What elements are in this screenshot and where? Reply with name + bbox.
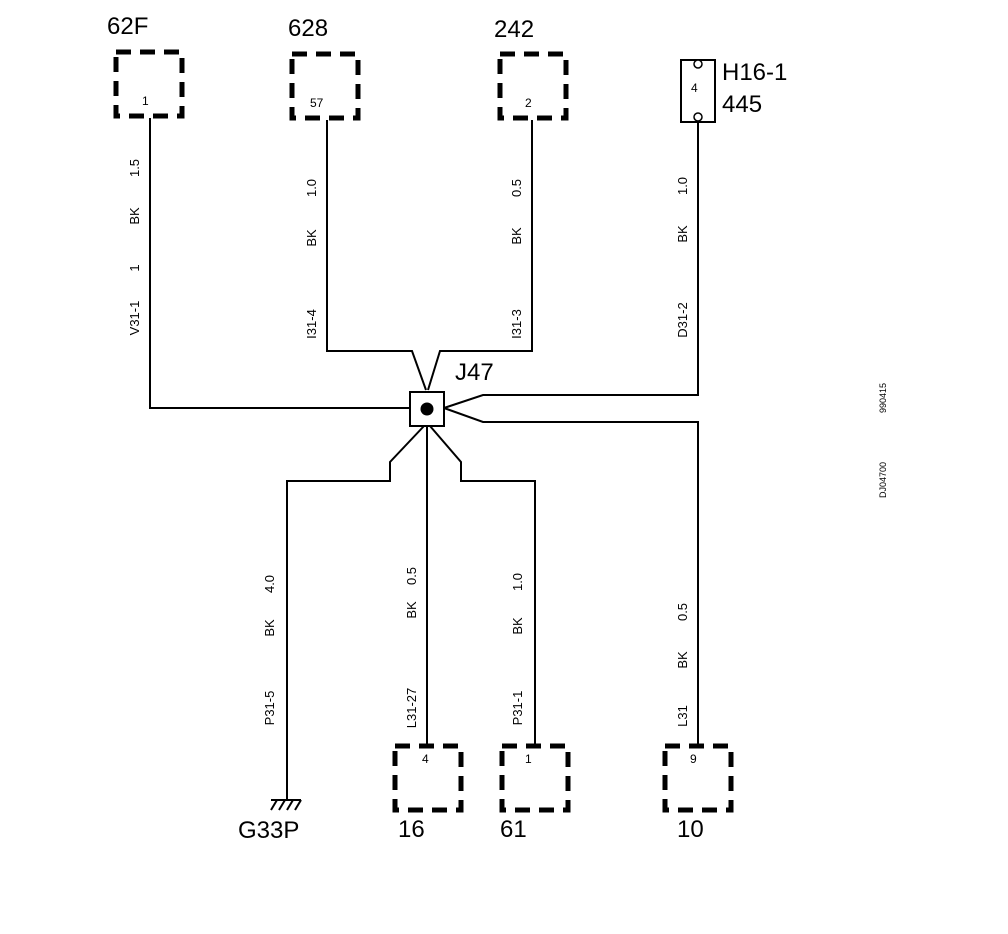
ground-label: G33P — [238, 817, 299, 844]
wire-color: BK — [510, 617, 525, 635]
wire-size: 0.5 — [404, 567, 419, 585]
pin-label: 57 — [310, 96, 324, 110]
wire-size: 1.5 — [127, 159, 142, 177]
wire-circuit: L31 — [675, 705, 690, 727]
connector-16: 4 16 — [392, 743, 464, 843]
ground-symbol: G33P — [238, 799, 302, 844]
wire-circuit: I31-4 — [304, 309, 319, 339]
wire-242: 0.5 BK I31-3 — [427, 120, 533, 391]
connector-label: 16 — [398, 816, 425, 843]
splice-label: J47 — [455, 359, 494, 386]
connector-sublabel: 445 — [722, 91, 762, 118]
wire-size: 4.0 — [262, 575, 277, 593]
wire-size: 1.0 — [304, 179, 319, 197]
wire-color: BK — [675, 225, 690, 243]
wire-size: 1.0 — [675, 177, 690, 195]
pin-label: 1 — [525, 752, 532, 766]
drawing-code: DJ04700 — [878, 462, 888, 498]
connector-label: 61 — [500, 816, 527, 843]
pin-label: 4 — [422, 752, 429, 766]
connector-label: 62F — [107, 13, 148, 40]
connector-label: 10 — [677, 816, 704, 843]
splice-j47: J47 — [409, 359, 494, 427]
pin-label: 4 — [691, 81, 698, 95]
wire-extra: 1 — [127, 264, 142, 271]
pin-label: 9 — [690, 752, 697, 766]
wire-color: BK — [262, 619, 277, 637]
wire-h16-1: 1.0 BK D31-2 — [443, 122, 699, 409]
wire-circuit: D31-2 — [675, 302, 690, 337]
wire-10: 0.5 BK L31 — [443, 407, 699, 746]
connector-61: 1 61 — [499, 743, 571, 843]
connector-label: 242 — [494, 16, 534, 43]
connector-h16-1: 4 H16-1 445 — [680, 59, 787, 123]
wire-circuit: V31-1 — [127, 301, 142, 336]
connector-label: H16-1 — [722, 59, 787, 86]
wire-circuit: P31-1 — [510, 691, 525, 726]
wire-size: 0.5 — [509, 179, 524, 197]
wire-ground: 4.0 BK P31-5 — [262, 425, 425, 800]
wire-16: 0.5 BK L31-27 — [404, 426, 428, 746]
connector-62f: 62F 1 — [107, 13, 185, 119]
wire-62f: 1.5 BK 1 V31-1 — [127, 118, 410, 409]
pin-label: 1 — [142, 94, 149, 108]
connector-628: 628 57 — [288, 15, 361, 121]
wire-size: 1.0 — [510, 573, 525, 591]
wire-size: 0.5 — [675, 603, 690, 621]
pin-label: 2 — [525, 96, 532, 110]
wire-color: BK — [404, 601, 419, 619]
connector-10: 9 10 — [662, 743, 734, 843]
wire-circuit: P31-5 — [262, 691, 277, 726]
wire-color: BK — [509, 227, 524, 245]
wire-628: 1.0 BK I31-4 — [304, 120, 427, 391]
wire-61: 1.0 BK P31-1 — [429, 425, 536, 746]
connector-label: 628 — [288, 15, 328, 42]
date-code: 990415 — [878, 383, 888, 413]
wire-color: BK — [304, 229, 319, 247]
wire-color: BK — [675, 651, 690, 669]
wire-color: BK — [127, 207, 142, 225]
connector-242: 242 2 — [494, 16, 569, 121]
wire-circuit: L31-27 — [404, 688, 419, 728]
wire-circuit: I31-3 — [509, 309, 524, 339]
